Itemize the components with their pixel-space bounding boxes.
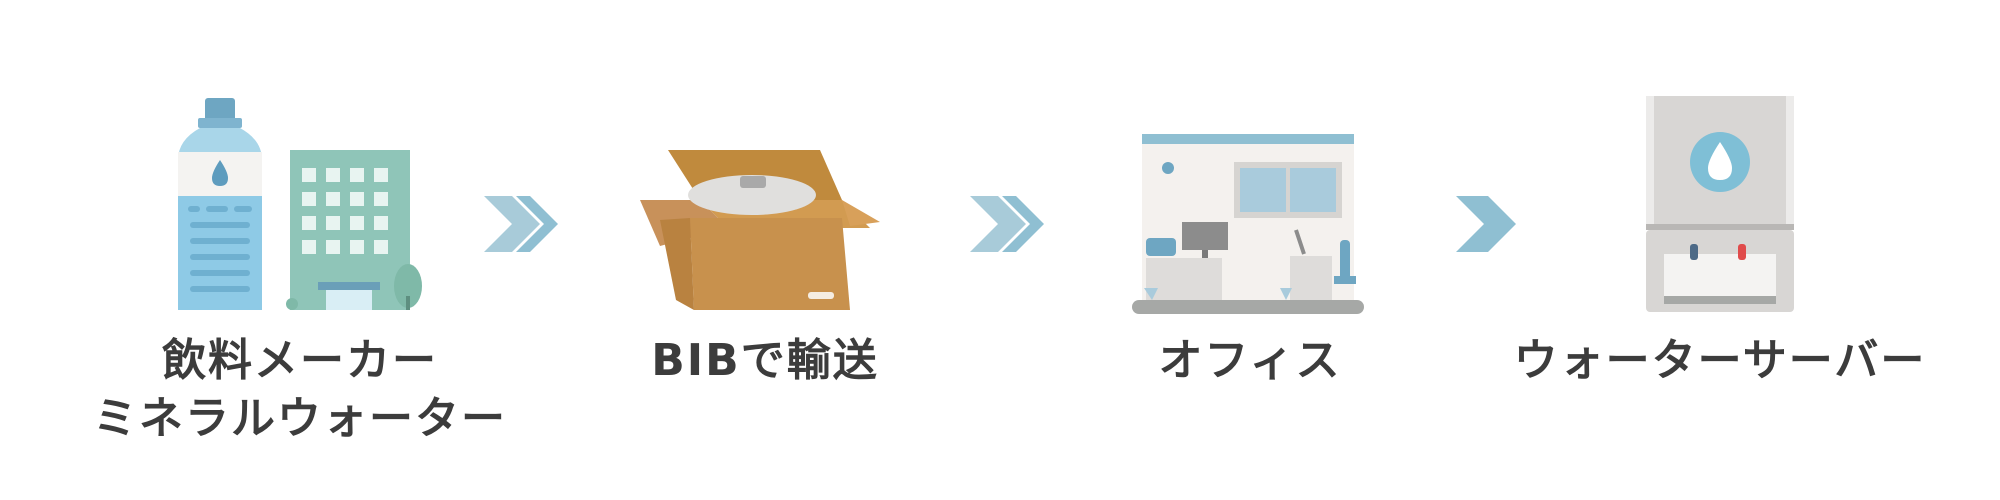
arrow-1 (484, 196, 558, 252)
arrow-3 (1456, 196, 1516, 252)
office-icon (1132, 134, 1364, 314)
step-label-line: オフィス (1158, 335, 1342, 386)
step-label-line: BIBで輸送 (651, 335, 879, 386)
step-label-line: ウォーターサーバー (1513, 335, 1927, 386)
step-label-maker: 飲料メーカー ミネラルウォーター (80, 332, 520, 448)
open-box-icon (640, 150, 880, 310)
step-label-line: ミネラルウォーター (93, 393, 507, 444)
step-label-line: 飲料メーカー (162, 335, 438, 386)
arrow-2 (970, 196, 1044, 252)
step-label-bib: BIBで輸送 (600, 332, 930, 390)
step-label-office: オフィス (1090, 332, 1410, 390)
water-server-icon (1646, 96, 1794, 312)
step-label-server: ウォーターサーバー (1500, 332, 1940, 390)
water-bottle-icon (178, 98, 262, 310)
factory-building-icon (286, 150, 422, 310)
bottle-and-factory-icon (178, 98, 422, 310)
